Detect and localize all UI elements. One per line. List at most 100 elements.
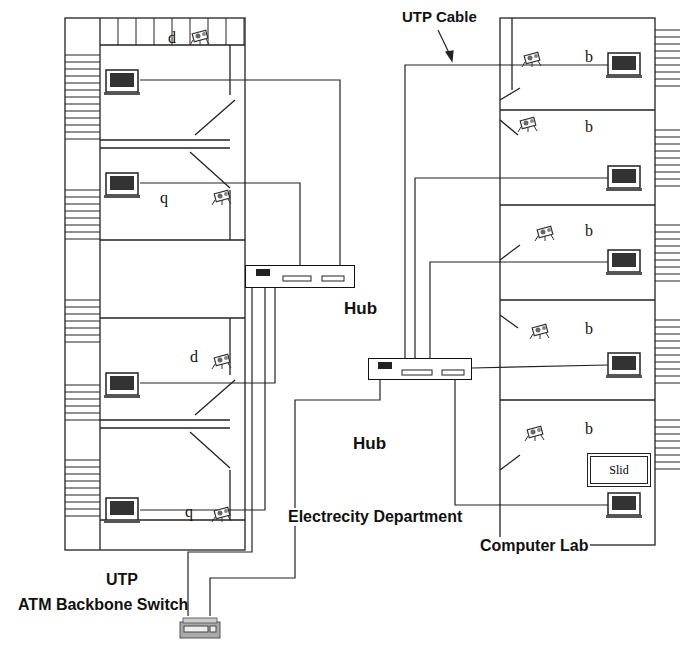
stroke [655, 225, 680, 226]
stroke [226, 18, 227, 45]
plan-label: UTP [106, 571, 138, 589]
stroke [65, 97, 100, 98]
window-stripes [65, 55, 100, 516]
stroke [65, 139, 100, 140]
plan-label: b [585, 420, 593, 438]
hub-ports [256, 269, 270, 276]
right-building [500, 245, 520, 260]
stroke [65, 211, 100, 212]
hub-box: Hub [245, 265, 355, 288]
switch-node: ATM Backbone Switch [178, 616, 222, 640]
stroke [655, 72, 680, 73]
left-building [100, 147, 230, 148]
stroke [65, 406, 100, 407]
stroke [655, 30, 680, 31]
stroke [65, 104, 100, 105]
plan-label: q [160, 189, 168, 207]
stroke [65, 218, 100, 219]
utp-cables [140, 65, 608, 510]
left-building [100, 317, 245, 318]
stroke [65, 118, 100, 119]
plan-label: d [168, 29, 176, 47]
node-label: Slid [609, 463, 628, 478]
laptops [606, 250, 642, 275]
stroke [655, 137, 680, 138]
utp-cables [415, 178, 608, 359]
left-building [65, 18, 245, 550]
utp-cables [405, 65, 608, 359]
right-building [500, 204, 655, 205]
stroke [65, 197, 100, 198]
stroke [655, 281, 680, 282]
left-building [195, 100, 235, 135]
stroke [655, 420, 680, 421]
right-building [500, 18, 655, 545]
right-building [500, 315, 518, 328]
stroke [655, 246, 680, 247]
stroke [65, 239, 100, 240]
stroke [65, 321, 100, 322]
utp-link [188, 288, 252, 616]
stroke [65, 111, 100, 112]
plan-label: Electrecity Department [286, 508, 464, 526]
stroke [655, 186, 680, 187]
stroke [65, 460, 100, 461]
utp-cables [140, 288, 265, 510]
cameras [522, 52, 541, 67]
stroke [65, 314, 100, 315]
hub-ports [322, 276, 344, 281]
stroke [655, 376, 680, 377]
left-building [100, 419, 230, 420]
stroke [65, 83, 100, 84]
hub-ports [283, 276, 311, 281]
stroke [136, 18, 137, 45]
utp-cables [430, 262, 608, 359]
stroke [65, 495, 100, 496]
left-building [99, 18, 100, 550]
stroke [65, 204, 100, 205]
utp-cables [140, 80, 340, 266]
switch-icon [180, 618, 220, 638]
stroke [65, 232, 100, 233]
stroke [655, 341, 680, 342]
right-building [500, 18, 655, 545]
laptops [606, 353, 642, 378]
stroke [65, 481, 100, 482]
left-building [100, 139, 230, 140]
plan-label: q [185, 503, 193, 521]
stroke [118, 18, 119, 45]
stroke [655, 469, 680, 470]
corridor-strip [118, 18, 244, 45]
stroke [655, 383, 680, 384]
stroke [655, 151, 680, 152]
stroke [655, 58, 680, 59]
stroke [655, 267, 680, 268]
stroke [655, 144, 680, 145]
stroke [65, 502, 100, 503]
stroke [655, 130, 680, 131]
label-leader [438, 30, 453, 61]
stroke [655, 320, 680, 321]
stroke [65, 509, 100, 510]
node-label: Hub [353, 435, 386, 454]
switch-icon [180, 622, 220, 638]
stroke [65, 307, 100, 308]
stroke [655, 51, 680, 52]
right-building [511, 18, 512, 90]
plan-label: b [585, 320, 593, 338]
stroke [65, 516, 100, 517]
plan-label: d [190, 348, 198, 366]
stroke [655, 274, 680, 275]
laptops [104, 70, 140, 95]
stroke [65, 190, 100, 191]
laptops [606, 53, 642, 78]
utp-cables [472, 365, 608, 368]
utp-link [210, 380, 380, 616]
cameras [212, 354, 231, 369]
plan-label: b [585, 48, 593, 66]
stroke [65, 55, 100, 56]
laptops [104, 498, 140, 523]
stroke [655, 334, 680, 335]
